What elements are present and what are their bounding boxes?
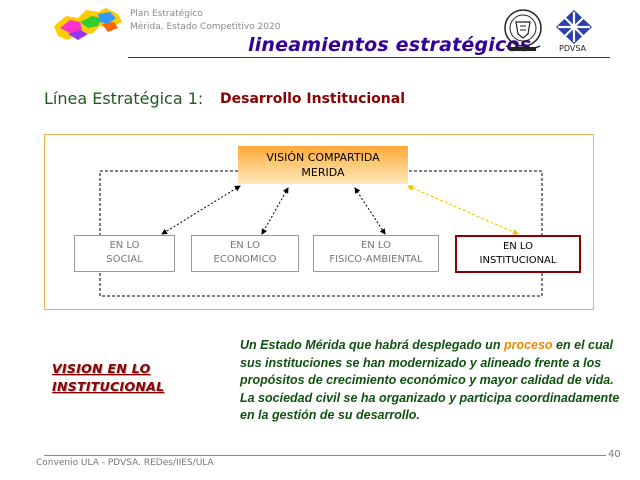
page-number: 40 <box>608 449 621 460</box>
area-box-institutional: EN LO INSTITUCIONAL <box>455 235 581 273</box>
pdvsa-logo <box>556 10 592 44</box>
vision-text-start: Un Estado Mérida que habrá desplegado un <box>240 338 504 352</box>
diagram-frame <box>44 134 594 310</box>
vision-text-highlight: proceso <box>503 338 553 352</box>
header-plan-title: Plan Estratégico <box>130 9 203 19</box>
vision-text-end: en el cual sus instituciones se han mode… <box>240 338 620 422</box>
vision-label: VISION EN LO INSTITUCIONAL <box>52 360 164 396</box>
area-institutional-line2: INSTITUCIONAL <box>479 255 557 266</box>
vision-label-line2: INSTITUCIONAL <box>52 379 165 394</box>
area-box-economic: EN LO ECONOMICO <box>191 235 299 272</box>
area-social-line2: SOCIAL <box>106 254 143 265</box>
area-economic-line2: ECONOMICO <box>213 254 277 265</box>
area-physical-line1: EN LO <box>360 240 392 251</box>
area-economic-line1: EN LO <box>229 240 261 251</box>
university-seal-logo <box>504 9 542 51</box>
area-physical-line2: FISICO-AMBIENTAL <box>329 254 423 265</box>
area-box-social: EN LO SOCIAL <box>74 235 175 272</box>
area-box-physical-environmental: EN LO FISICO-AMBIENTAL <box>313 235 439 272</box>
vision-statement: Un Estado Mérida que habrá desplegado un… <box>240 337 624 425</box>
shared-vision-box: VISIÓN COMPARTIDA MERIDA <box>238 146 408 184</box>
shared-vision-line1: VISIÓN COMPARTIDA <box>266 151 380 164</box>
header-divider <box>128 57 610 58</box>
pdvsa-label: PDVSA <box>559 44 587 53</box>
strategic-line-label: Línea Estratégica 1: <box>44 89 204 108</box>
header-plan-subtitle: Mérida, Estado Competitivo 2020 <box>130 22 281 32</box>
shared-vision-line2: MERIDA <box>301 166 345 179</box>
strategic-line-name: Desarrollo Institucional <box>220 91 406 107</box>
area-institutional-line1: EN LO <box>502 241 534 252</box>
footer-divider <box>44 455 606 456</box>
merida-map-logo <box>54 8 122 40</box>
footer-source: Convenio ULA - PDVSA. REDes/IIES/ULA <box>36 458 214 468</box>
page-title: lineamientos estratégicos <box>248 34 532 56</box>
area-social-line1: EN LO <box>109 240 140 251</box>
vision-label-line1: VISION EN LO <box>52 361 151 376</box>
